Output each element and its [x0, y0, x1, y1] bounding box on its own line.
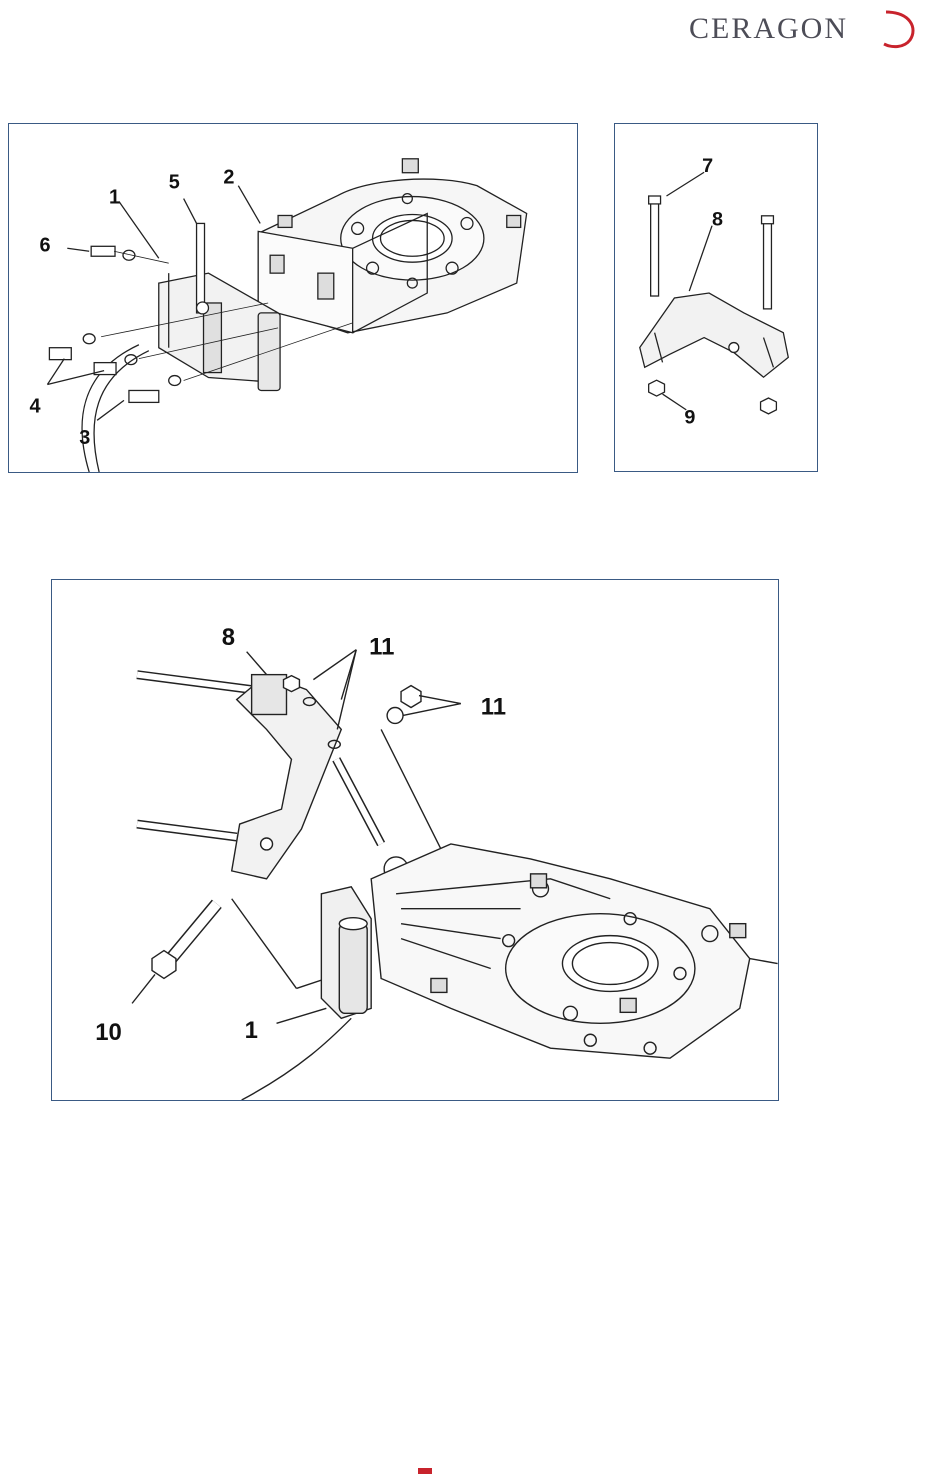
- callout-2: 2: [223, 167, 234, 189]
- callout-1: 1: [245, 1017, 258, 1044]
- callout-3: 3: [79, 427, 90, 449]
- callout-1: 1: [109, 187, 120, 209]
- ceragon-logo: CERAGON: [689, 12, 848, 46]
- figure-clamp-kit: 7 8 9: [614, 123, 818, 472]
- callout-9: 9: [684, 407, 695, 429]
- mounted-assembly-drawing: 8 11 11 10 1: [52, 580, 778, 1100]
- figure-mounted-assembly: 8 11 11 10 1: [51, 579, 779, 1101]
- figure-bracket-assembly: 1 2 3 4 5 6: [8, 123, 578, 473]
- callout-6: 6: [39, 234, 50, 256]
- callout-8: 8: [222, 624, 235, 651]
- logo-swoosh-icon: [880, 8, 920, 50]
- page-marker: [418, 1468, 432, 1474]
- callout-5: 5: [169, 172, 180, 194]
- logo-wordmark: CERAGON: [689, 12, 848, 45]
- clamp-kit-drawing: 7 8 9: [615, 124, 817, 471]
- callout-11-a: 11: [369, 634, 394, 661]
- callout-8: 8: [712, 209, 723, 231]
- callout-10: 10: [95, 1019, 122, 1046]
- callout-4: 4: [30, 395, 41, 417]
- bracket-assembly-drawing: 1 2 3 4 5 6: [9, 124, 577, 472]
- callout-7: 7: [702, 155, 713, 177]
- callout-11-b: 11: [481, 693, 506, 720]
